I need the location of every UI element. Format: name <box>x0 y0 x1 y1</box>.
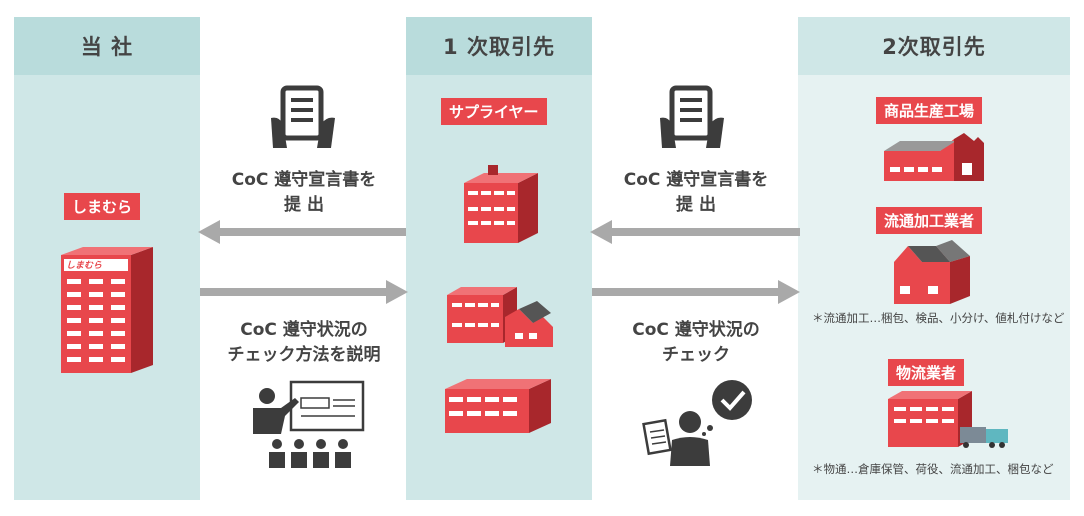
supplier-tag: サプライヤー <box>441 98 547 125</box>
factory-icon <box>884 133 984 181</box>
document-hands-icon-2 <box>660 85 724 148</box>
arrow-text-submit-left: CoC 遵守宣言書を 提 出 <box>231 170 377 215</box>
column-company-header: 当 社 <box>14 17 200 75</box>
column-company: 当 社 <box>14 17 200 500</box>
shimamura-tag: しまむら <box>64 193 141 220</box>
supplier-warehouse-icon <box>445 379 551 433</box>
shimamura-building-icon <box>61 247 153 373</box>
logistics-note: ＊物通…倉庫保管、荷役、流通加工、梱包など <box>812 462 1054 476</box>
arrow-text-submit-right: CoC 遵守宣言書を 提 出 <box>623 170 769 215</box>
processor-tag: 流通加工業者 <box>876 207 983 234</box>
factory-tag: 商品生産工場 <box>876 97 983 124</box>
document-hands-icon <box>271 85 335 148</box>
column-tier2-header: 2次取引先 <box>798 17 1070 75</box>
building-logo-text: しまむら <box>66 261 103 271</box>
presentation-icon <box>253 380 365 468</box>
column-tier1-title: 1 次取引先 <box>443 35 555 59</box>
column-company-title: 当 社 <box>80 35 134 59</box>
column-tier1-header: 1 次取引先 <box>406 17 592 75</box>
arrow-left-1 <box>198 220 406 244</box>
processor-note: ＊流通加工…梱包、検品、小分け、値札付けなど <box>812 311 1065 325</box>
arrow-text-explain: CoC 遵守状況の チェック方法を説明 <box>227 320 381 365</box>
supplier-factory-icon <box>447 287 553 347</box>
logistics-warehouse-icon <box>888 391 1008 448</box>
processor-factory-icon <box>894 240 970 304</box>
column-tier2-title: 2次取引先 <box>882 35 986 59</box>
checker-icon <box>642 380 752 466</box>
arrow-right-1 <box>200 280 408 304</box>
supplier-office-icon <box>464 165 538 243</box>
arrow-text-check: CoC 遵守状況の チェック <box>632 320 760 365</box>
arrow-left-2 <box>590 220 800 244</box>
logistics-tag: 物流業者 <box>888 359 965 386</box>
arrow-right-2 <box>592 280 800 304</box>
